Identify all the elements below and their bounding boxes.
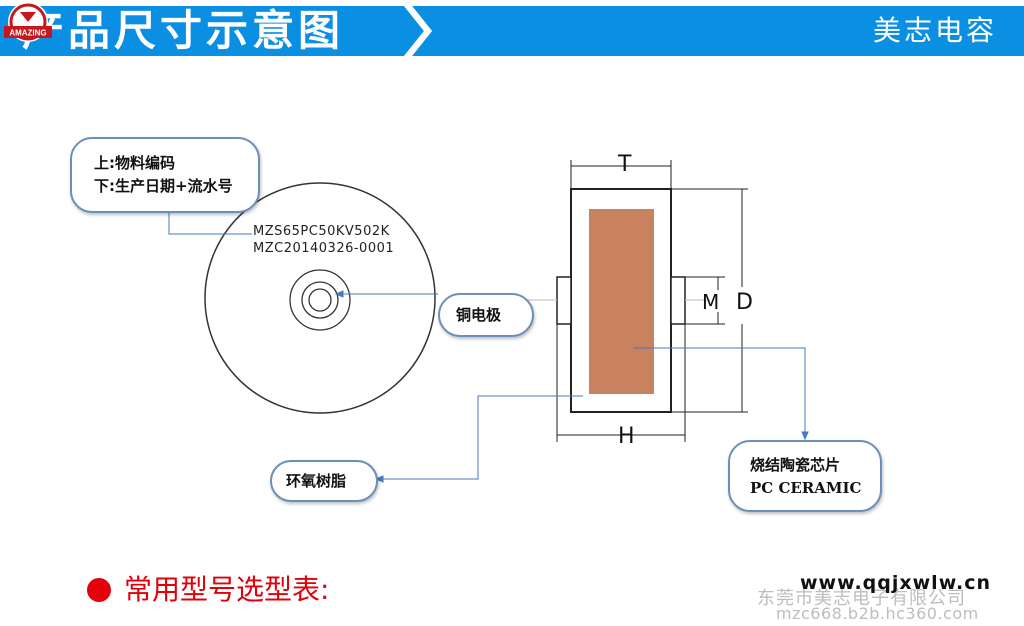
dimension-label-h: H xyxy=(618,424,635,449)
code-callout-line2: 下:生产日期+流水号 xyxy=(94,177,233,195)
section-title: 常用型号选型表: xyxy=(124,573,330,606)
bullet-icon xyxy=(87,578,111,602)
date-code-text: MZC20140326-0001 xyxy=(253,241,395,256)
capacitor-diagram xyxy=(165,160,809,483)
ceramic-chip xyxy=(589,209,654,394)
part-code-text: MZS65PC50KV502K xyxy=(253,224,390,239)
header-background xyxy=(0,0,1024,62)
copper-electrode-label: 铜电极 xyxy=(456,306,502,324)
dimension-label-m: M xyxy=(702,290,720,314)
ceramic-callout: 烧结陶瓷芯片 PC CERAMIC xyxy=(728,440,882,512)
page-title: 产品尺寸示意图 xyxy=(22,6,345,55)
watermark-url: mzc668.b2b.hc360.com xyxy=(776,604,979,623)
right-electrode xyxy=(670,276,686,325)
electrode-inner xyxy=(308,288,332,312)
logo-text: AMAZING xyxy=(9,29,46,38)
code-callout-line1: 上:物料编码 xyxy=(94,154,175,172)
brand-name: 美志电容 xyxy=(873,14,998,47)
watermark-site: www.qqjxwlw.cn xyxy=(800,572,992,594)
ceramic-label-line1: 烧结陶瓷芯片 xyxy=(750,456,841,474)
header-bar: 产品尺寸示意图 AMAZING 美志电容 xyxy=(0,0,1024,62)
ceramic-label-line2: PC CERAMIC xyxy=(750,479,862,497)
left-electrode xyxy=(556,276,572,325)
brand-logo-icon: AMAZING xyxy=(4,2,52,42)
dimension-label-d: D xyxy=(736,290,753,315)
epoxy-callout: 环氧树脂 xyxy=(270,460,378,502)
watermark-company: 东莞市美志电子有限公司 xyxy=(757,588,966,609)
code-callout: 上:物料编码 下:生产日期+流水号 xyxy=(70,137,260,213)
dimension-label-t: T xyxy=(618,152,632,177)
copper-electrode-callout: 铜电极 xyxy=(438,293,534,337)
epoxy-label: 环氧树脂 xyxy=(286,472,347,490)
